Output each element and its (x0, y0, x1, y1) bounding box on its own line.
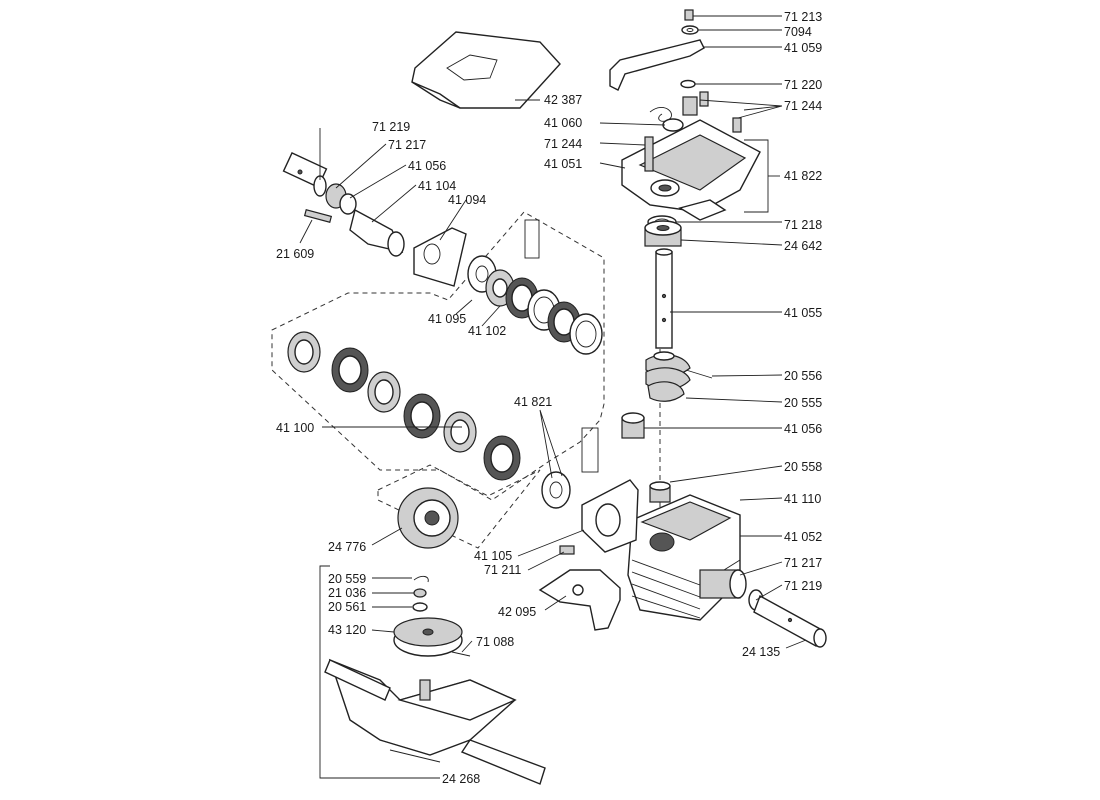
label-41094: 41 094 (448, 193, 486, 207)
key-71088 (451, 651, 471, 657)
clutch-assembly-outline (271, 211, 605, 501)
label-41105: 41 105 (474, 549, 512, 563)
label-20555: 20 555 (784, 396, 822, 410)
splined-sleeve-41104 (349, 208, 405, 257)
label-43120: 43 120 (328, 623, 366, 637)
label-71244-left: 71 244 (544, 137, 582, 151)
screw-71244-left (644, 136, 654, 172)
pin-21609 (303, 209, 333, 223)
plate-41094 (413, 227, 467, 287)
screw-71211 (559, 545, 575, 555)
screws-71244-top (682, 91, 742, 133)
circlip-20559 (413, 575, 429, 583)
bushing-41056-mid (621, 412, 645, 439)
shift-lever-41059 (609, 39, 705, 91)
ring-71220 (680, 79, 696, 89)
label-71218: 71 218 (784, 218, 822, 232)
gear-housing-41110 (627, 494, 741, 621)
label-21036: 21 036 (328, 586, 366, 600)
label-20556: 20 556 (784, 369, 822, 383)
label-71219-left: 71 219 (372, 120, 410, 134)
washers-41821 (541, 471, 571, 509)
spring-41060 (649, 107, 684, 132)
washer-21036 (413, 588, 427, 598)
label-41051: 41 051 (544, 157, 582, 171)
worm-gear-20555 (645, 351, 691, 402)
bushing-20558 (649, 481, 671, 503)
transmission-assembly-24268 (324, 658, 546, 785)
cover-plate-41051 (621, 119, 761, 221)
label-71088: 71 088 (476, 635, 514, 649)
label-41060: 41 060 (544, 116, 582, 130)
label-24642: 24 642 (784, 239, 822, 253)
label-20558: 20 558 (784, 460, 822, 474)
axle-24135 (753, 594, 827, 648)
label-42095: 42 095 (498, 605, 536, 619)
label-71217-left: 71 217 (388, 138, 426, 152)
label-21609: 21 609 (276, 247, 314, 261)
label-20561: 20 561 (328, 600, 366, 614)
deck-plate-42387 (411, 31, 561, 109)
label-41056-mid: 41 056 (784, 422, 822, 436)
washer-7094 (681, 25, 699, 35)
label-41052: 41 052 (784, 530, 822, 544)
label-41056-left: 41 056 (408, 159, 446, 173)
label-41822: 41 822 (784, 169, 822, 183)
bushing-41056-left (339, 193, 357, 215)
pin-20556 (685, 369, 713, 379)
label-71244-top: 71 244 (784, 99, 822, 113)
gear-assembly-outline (377, 464, 541, 549)
label-42387: 42 387 (544, 93, 582, 107)
spring-strip-lower (581, 427, 599, 473)
bearing-71217-right (699, 569, 747, 599)
washer-20561 (412, 602, 428, 612)
spring-strip-upper (524, 219, 540, 259)
bracket-42095 (538, 569, 621, 631)
label-7094: 7094 (784, 25, 812, 39)
label-71219-right: 71 219 (784, 579, 822, 593)
leader-lines (299, 15, 807, 653)
inset-bracket (319, 565, 440, 779)
lower-disc-stack (287, 331, 521, 481)
label-41821: 41 821 (514, 395, 552, 409)
label-24268: 24 268 (442, 772, 480, 786)
shaft-41055 (655, 248, 673, 349)
label-71213: 71 213 (784, 10, 822, 24)
upper-disc-stack (505, 277, 603, 355)
label-41110: 41 110 (784, 492, 821, 506)
bevel-gear-24776 (397, 487, 459, 549)
gasket-41105 (581, 479, 639, 553)
label-24135: 24 135 (742, 645, 780, 659)
screw-71213 (684, 9, 694, 21)
label-41055: 41 055 (784, 306, 822, 320)
label-71211: 71 211 (484, 563, 521, 577)
label-41104: 41 104 (418, 179, 456, 193)
label-71217-right: 71 217 (784, 556, 822, 570)
label-41095: 41 095 (428, 312, 466, 326)
label-24776: 24 776 (328, 540, 366, 554)
label-41100: 41 100 (276, 421, 314, 435)
label-20559: 20 559 (328, 572, 366, 586)
label-41102: 41 102 (468, 324, 506, 338)
bearing-24642 (644, 220, 682, 247)
pulley-43120 (393, 617, 463, 657)
label-71220: 71 220 (784, 78, 822, 92)
label-41059: 41 059 (784, 41, 822, 55)
